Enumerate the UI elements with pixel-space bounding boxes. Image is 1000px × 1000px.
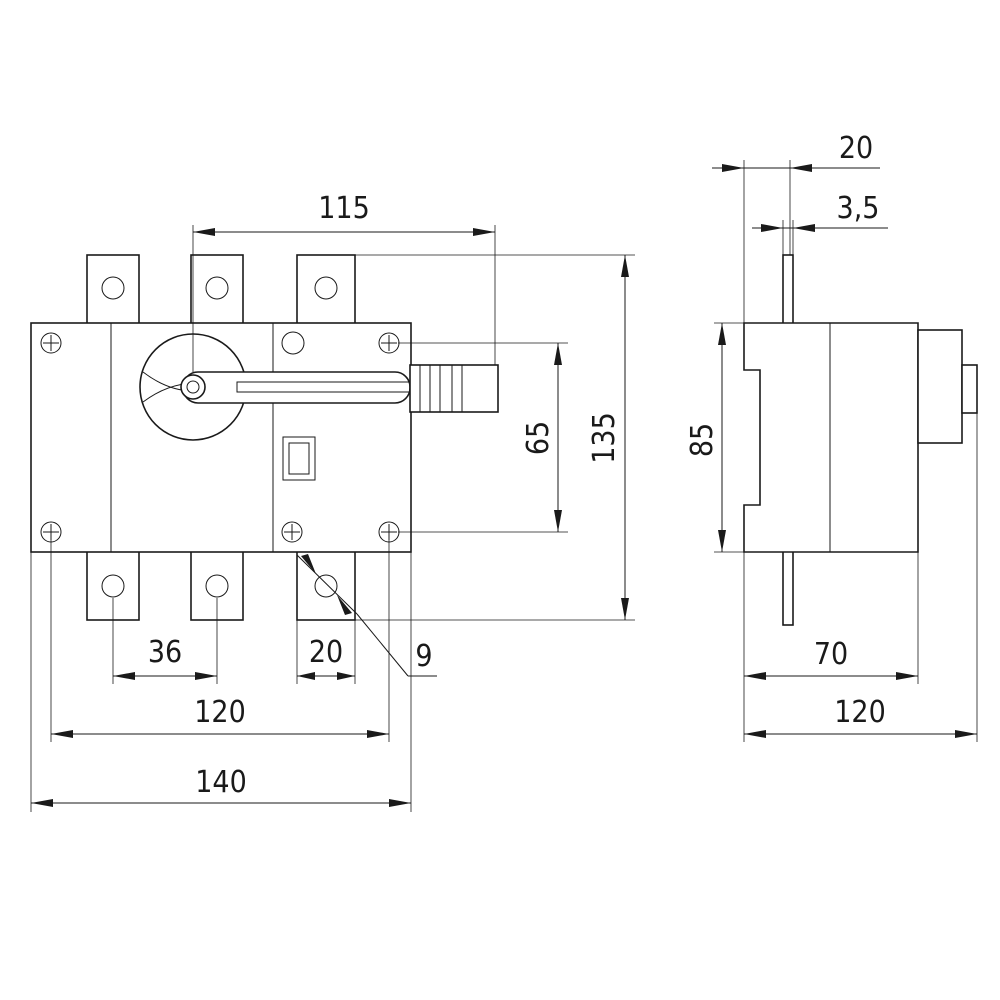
switch-body [30,322,412,553]
dim-side-depth: 70 [814,637,848,672]
dim-side-total-depth: 120 [834,695,886,730]
dim-hole-diameter: 9 [415,639,432,674]
dim-terminal-width: 20 [309,635,343,670]
screw-icon [281,521,303,543]
side-body [743,322,919,553]
handle-pivot [180,374,206,400]
dim-side-terminal-offset: 20 [839,131,873,166]
screw-icon [40,332,62,354]
dim-front-top-width: 115 [318,191,370,226]
dim-front-inner-height: 65 [521,421,556,455]
top-terminal-3 [296,254,356,326]
dim-front-total-height: 135 [587,412,622,464]
screw-icon [378,521,400,543]
dim-body-width: 140 [195,765,247,800]
indicator-window [282,436,316,481]
dim-side-terminal-thickness: 3,5 [837,191,880,226]
shaft-extension [409,364,499,413]
top-terminal-2 [190,254,244,326]
handle-pivot-inner [186,380,200,394]
top-terminal-hole-2 [205,276,229,300]
front-dimensions: 115 65 135 36 20 9 [30,191,635,812]
bottom-terminal-hole-3 [314,574,338,598]
dim-terminal-spacing: 36 [148,635,182,670]
bottom-terminal-hole-1 [101,574,125,598]
side-shaft [961,364,978,414]
top-terminal-1 [86,254,140,326]
top-terminal-hole-1 [101,276,125,300]
body-hole [281,331,305,355]
side-dimensions: 20 3,5 85 70 120 [685,131,978,742]
side-view [743,254,978,626]
dim-side-body-height: 85 [685,423,720,457]
handle-lever [182,371,411,404]
side-handle [917,329,963,444]
top-terminal-hole-3 [314,276,338,300]
screw-icon [378,332,400,354]
indicator-window-inner [288,442,310,475]
bottom-terminal-hole-2 [205,574,229,598]
dim-mounting-width: 120 [194,695,246,730]
front-view [30,254,499,621]
screw-icon [40,521,62,543]
